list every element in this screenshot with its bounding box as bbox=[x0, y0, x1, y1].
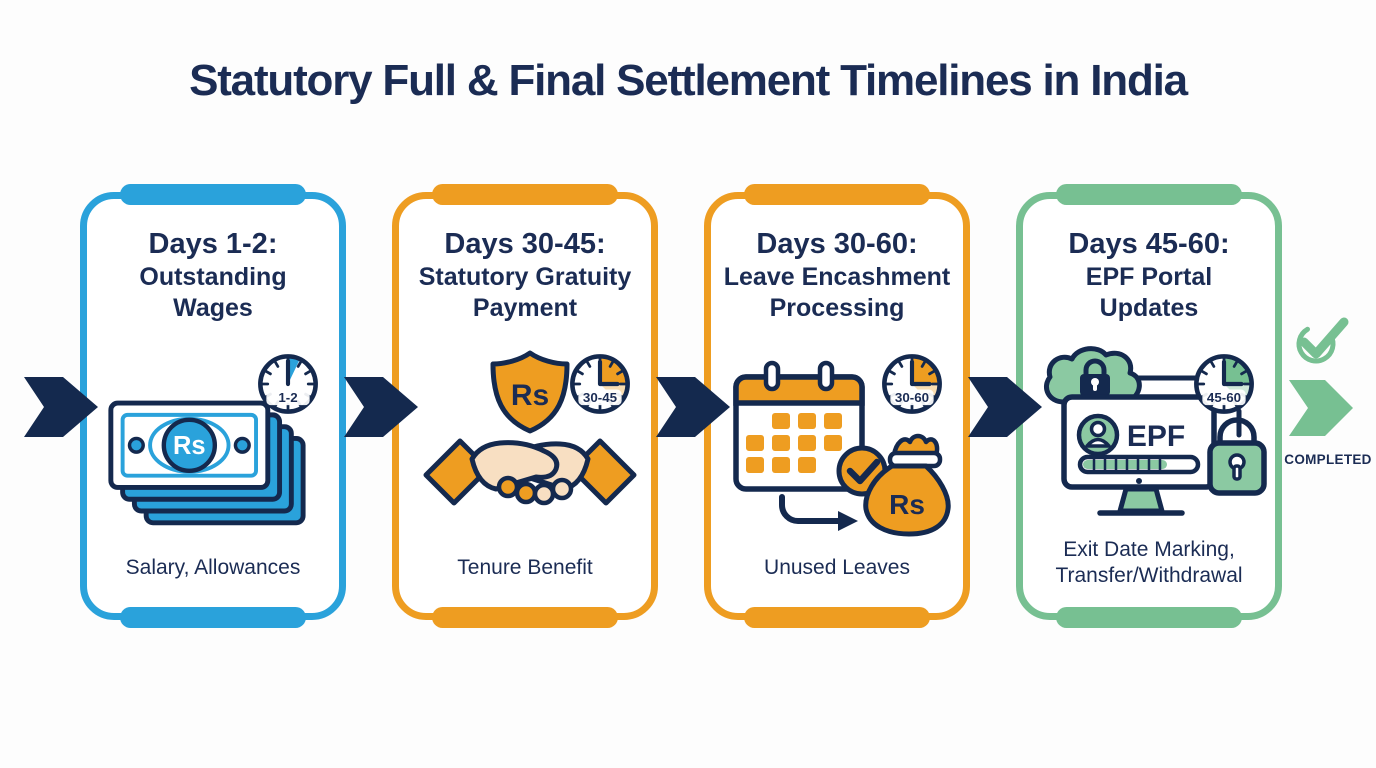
clock-timer-icon: 30-45 bbox=[570, 354, 630, 414]
rupee-label: Rs bbox=[173, 432, 206, 460]
timeline-card-outstanding-wages: Days 1-2: Outstanding Wages bbox=[80, 184, 346, 628]
clock-range-label: 30-45 bbox=[583, 390, 618, 405]
moneybag-icon bbox=[863, 463, 951, 537]
clock-timer-icon: 45-60 bbox=[1194, 354, 1254, 414]
card-top-tab bbox=[432, 184, 618, 205]
calendar-date-cells bbox=[746, 413, 842, 473]
clock-range-label: 45-60 bbox=[1207, 390, 1241, 405]
timeline-card-leave-encashment: Days 30-60: Leave Encashment Processing bbox=[704, 184, 970, 628]
connector-lines bbox=[1135, 375, 1242, 438]
rupee-label: Rs bbox=[511, 379, 549, 412]
icon-zone: 1-2 Rs bbox=[87, 345, 339, 555]
card-top-tab bbox=[120, 184, 306, 205]
card-subtitle: EPF Portal Updates bbox=[1085, 263, 1213, 322]
timeline-card-gratuity: Days 30-45: Statutory Gratuity Payment bbox=[392, 184, 658, 628]
clock-range-label: 30-60 bbox=[895, 390, 929, 405]
card-subtitle: Leave Encashment Processing bbox=[723, 263, 951, 322]
day-range-label: Days 1-2: bbox=[148, 228, 278, 260]
card-footer: Exit Date Marking, Transfer/Withdrawal bbox=[1055, 537, 1243, 587]
icon-zone: 30-60 Rs bbox=[711, 345, 963, 555]
epf-label: EPF bbox=[1127, 420, 1185, 453]
card-heading: Days 1-2: Outstanding Wages bbox=[93, 227, 333, 323]
card-heading: Days 45-60: EPF Portal Updates bbox=[1029, 227, 1269, 323]
card-footer: Tenure Benefit bbox=[457, 555, 593, 579]
day-range-label: Days 30-60: bbox=[756, 228, 918, 260]
timeline-card-epf-portal: Days 45-60: EPF Portal Updates bbox=[1016, 184, 1282, 628]
flow-arrow-icon bbox=[968, 377, 1042, 437]
icon-zone: 45-60 EPF bbox=[1023, 345, 1275, 555]
completed-check-icon bbox=[1296, 317, 1349, 364]
clock-timer-icon: 1-2 bbox=[258, 354, 318, 414]
completed-label: COMPLETED bbox=[1284, 452, 1372, 467]
card-top-tab bbox=[744, 184, 930, 205]
card-bottom-tab bbox=[1056, 607, 1242, 628]
arrow-curve bbox=[779, 494, 843, 524]
card-subtitle: Outstanding Wages bbox=[139, 263, 287, 322]
shield-handshake-icon: Rs bbox=[423, 350, 637, 506]
page-title: Statutory Full & Final Settlement Timeli… bbox=[189, 56, 1188, 105]
epf-portal-icon: EPF bbox=[1044, 346, 1267, 516]
card-bottom-tab bbox=[432, 607, 618, 628]
day-range-label: Days 45-60: bbox=[1068, 228, 1230, 260]
card-heading: Days 30-60: Leave Encashment Processing bbox=[717, 227, 957, 323]
day-range-label: Days 30-45: bbox=[444, 228, 606, 260]
card-bottom-tab bbox=[120, 607, 306, 628]
clock-range-label: 1-2 bbox=[278, 390, 297, 405]
flow-arrow-icon bbox=[24, 377, 98, 437]
flow-arrow-icon bbox=[656, 377, 730, 437]
padlock-shackle bbox=[1217, 417, 1257, 445]
clock-timer-icon: 30-60 bbox=[882, 354, 942, 414]
card-heading: Days 30-45: Statutory Gratuity Payment bbox=[405, 227, 645, 323]
moneybag-tie bbox=[891, 433, 940, 458]
card-subtitle: Statutory Gratuity Payment bbox=[418, 263, 632, 322]
card-bottom-tab bbox=[744, 607, 930, 628]
completed-arrow-icon bbox=[1289, 380, 1353, 436]
banknotes-icon: Rs bbox=[108, 400, 306, 526]
flow-arrow-icon bbox=[344, 377, 418, 437]
monitor-stand bbox=[1117, 486, 1165, 514]
icon-zone: 30-45 Rs bbox=[399, 345, 651, 555]
card-footer: Salary, Allowances bbox=[125, 555, 301, 579]
rupee-label: Rs bbox=[889, 489, 925, 520]
calendar-moneybag-icon: Rs bbox=[733, 360, 951, 537]
card-top-tab bbox=[1056, 184, 1242, 205]
card-footer: Unused Leaves bbox=[764, 555, 910, 579]
